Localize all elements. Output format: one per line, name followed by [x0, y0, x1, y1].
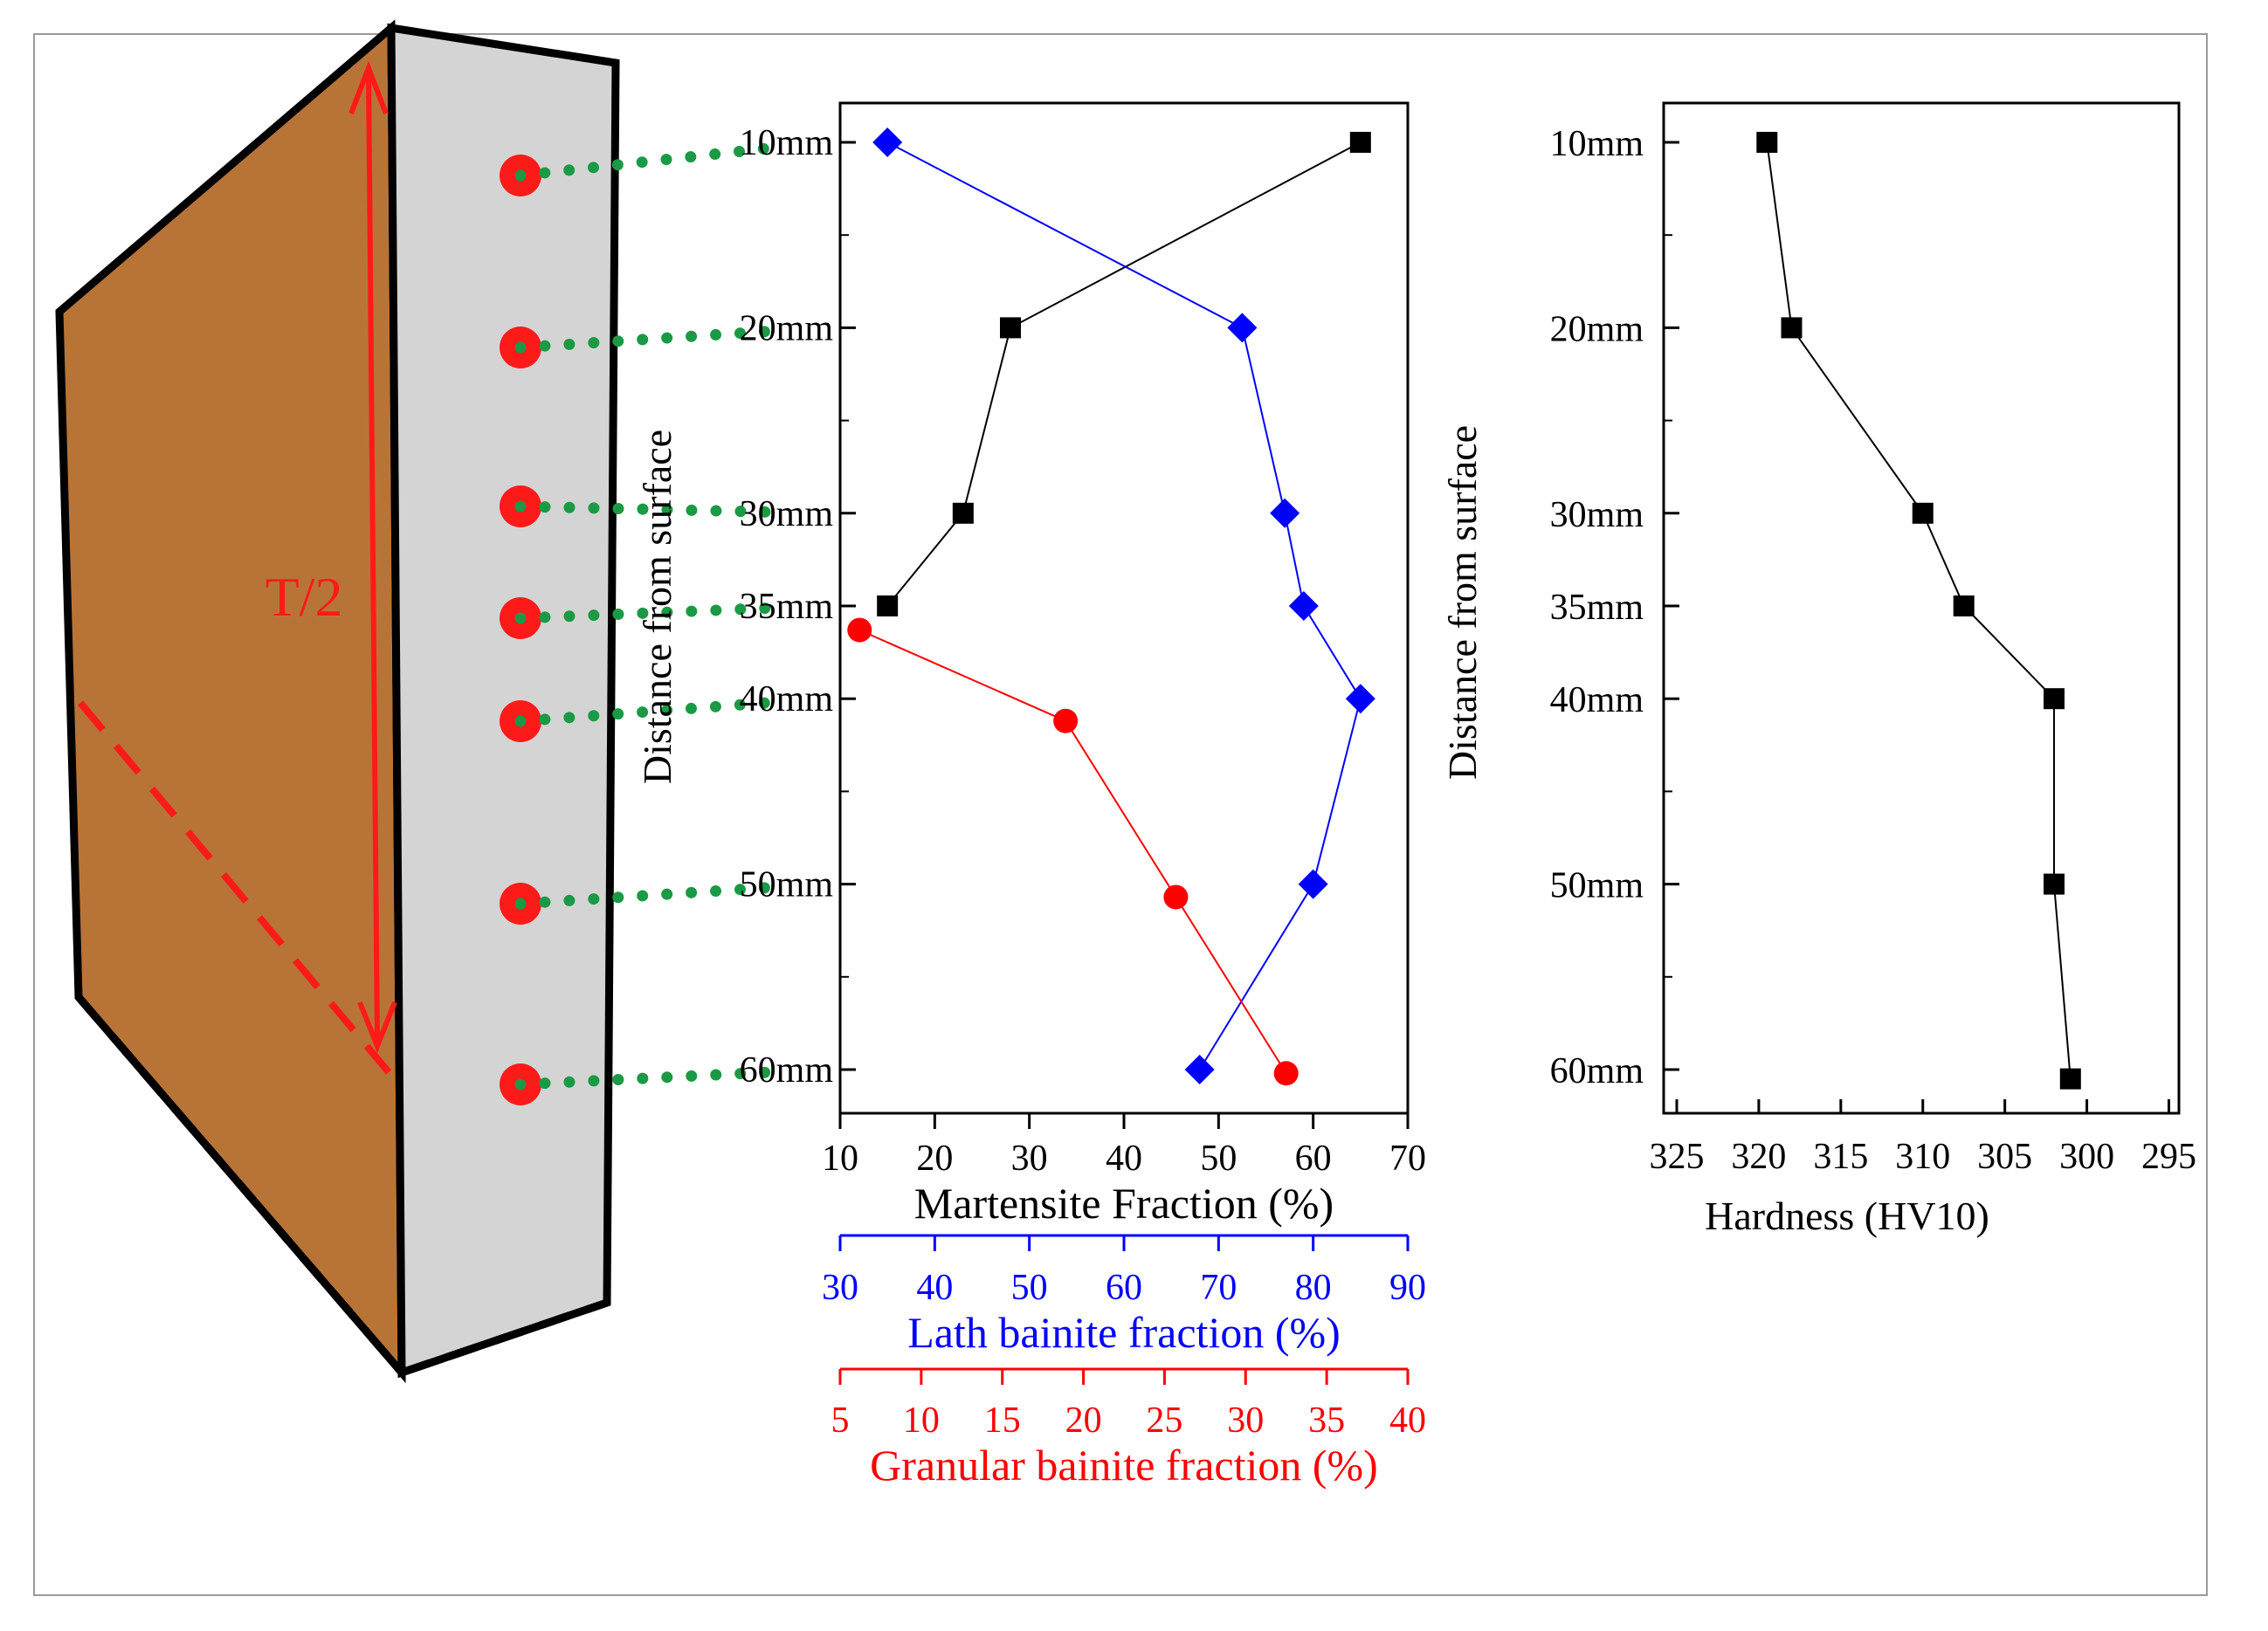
chart1-granular-tick-label: 40	[1389, 1400, 1426, 1441]
chart1-plot-area	[838, 101, 1410, 1115]
chart2-x-tick-label: 310	[1895, 1137, 1950, 1177]
chart2-y-tick-label: 10mm	[1550, 124, 1644, 164]
chart2-hardness-series-line	[1766, 141, 2072, 1079]
chart2-hardness-point	[1756, 132, 1778, 153]
hardness-chart: Distance from surface Hardness (HV10) 10…	[1440, 101, 2196, 1238]
chart2-hardness-point	[1953, 595, 1975, 616]
chart1-granular-tick-label: 15	[984, 1400, 1021, 1441]
chart1-martensite-tick-label: 20	[916, 1139, 953, 1179]
half-thickness-label: T/2	[265, 566, 343, 628]
chart1-lath-tick-label: 30	[822, 1268, 858, 1308]
plate-edge	[387, 23, 620, 1379]
hidden-bottom-edge	[75, 994, 405, 1375]
chart1-martensite-series-line	[886, 141, 1361, 607]
chart2-x-tick-label: 315	[1813, 1137, 1868, 1177]
chart2-y-tick-label: 20mm	[1550, 309, 1644, 349]
sample-leader-line	[514, 141, 783, 182]
chart1-martensite-point	[952, 502, 974, 524]
chart1-martensite-tick-label: 40	[1106, 1139, 1142, 1179]
chart1-lath-axis-label: Lath bainite fraction (%)	[907, 1308, 1341, 1357]
chart1-y-tick-label: 40mm	[740, 679, 834, 719]
half-thickness-arrow	[366, 71, 380, 1042]
hidden-edge-bottom-right	[400, 1298, 609, 1377]
chart1-granular-tick-label: 5	[831, 1400, 850, 1441]
chart1-lath-point	[1345, 684, 1375, 714]
chart2-y-tick-label: 30mm	[1550, 495, 1644, 535]
chart1-granular-point	[847, 617, 872, 643]
chart1-lath-tick-label: 80	[1295, 1268, 1332, 1308]
chart1-granular-series-line	[858, 629, 1287, 1074]
chart1-lath-tick-label: 40	[916, 1268, 953, 1308]
sample-leader-line	[514, 325, 783, 354]
chart1-martensite-tick-label: 30	[1011, 1139, 1048, 1179]
chart1-martensite-tick-label: 70	[1389, 1139, 1426, 1179]
chart1-martensite-point	[877, 595, 899, 616]
plate-face	[55, 19, 406, 1384]
chart2-hardness-point	[1912, 502, 1934, 524]
chart2-plot-area	[1662, 101, 2181, 1115]
chart2-y-tick-label: 50mm	[1550, 866, 1644, 906]
chart2-hardness-point	[2044, 688, 2065, 710]
chart1-lath-tick-label: 60	[1106, 1268, 1142, 1308]
chart1-martensite-tick-label: 60	[1295, 1139, 1332, 1179]
chart1-granular-axis-label: Granular bainite fraction (%)	[870, 1441, 1378, 1490]
chart1-y-tick-label: 20mm	[740, 308, 834, 348]
chart1-y-axis-label: Distance from surface	[635, 430, 679, 784]
chart2-hardness-point	[2059, 1068, 2081, 1090]
chart1-granular-point	[1053, 708, 1079, 733]
sample-leader-line	[514, 696, 783, 727]
mid-thickness-line	[77, 700, 392, 1075]
chart2-x-tick-label: 300	[2059, 1137, 2114, 1177]
chart1-granular-tick-label: 10	[903, 1400, 940, 1441]
chart2-x-tick-label: 320	[1731, 1137, 1786, 1177]
chart1-lath-point	[1298, 869, 1328, 899]
chart1-granular-tick-label: 20	[1065, 1400, 1102, 1441]
figure-frame	[33, 33, 2208, 1596]
chart2-x-tick-label: 305	[1977, 1137, 2032, 1177]
chart1-lath-point	[1288, 591, 1319, 621]
chart1-lath-point	[872, 127, 903, 157]
chart1-granular-point	[1163, 884, 1189, 910]
chart2-hardness-point	[2044, 873, 2065, 895]
chart1-lath-tick-label: 90	[1389, 1268, 1426, 1308]
chart1-lath-point	[1184, 1055, 1215, 1084]
chart2-x-tick-label: 325	[1650, 1137, 1705, 1177]
chart2-y-tick-label: 35mm	[1550, 588, 1644, 628]
chart1-granular-tick-label: 25	[1146, 1400, 1182, 1441]
plate-schematic: T/2	[55, 19, 620, 1384]
arrowhead-top	[348, 60, 389, 115]
chart2-x-axis-label: Hardness (HV10)	[1705, 1194, 1989, 1238]
chart2-hardness-point	[1781, 317, 1803, 339]
chart1-lath-tick-label: 70	[1200, 1268, 1237, 1308]
chart1-y-tick-label: 60mm	[740, 1050, 834, 1091]
chart1-martensite-tick-label: 50	[1200, 1139, 1237, 1179]
chart2-y-tick-label: 60mm	[1550, 1051, 1644, 1091]
chart1-y-tick-label: 35mm	[740, 587, 834, 627]
chart1-martensite-point	[1000, 317, 1021, 339]
chart2-x-tick-label: 295	[2141, 1137, 2196, 1177]
chart1-y-tick-label: 30mm	[740, 494, 834, 534]
chart1-lath-tick-label: 50	[1011, 1268, 1048, 1308]
chart1-martensite-tick-label: 10	[822, 1139, 858, 1179]
phase-fraction-chart: Distance from surface 10mm 20mm 30mm 35mm 40…	[635, 101, 1426, 1490]
chart2-y-tick-label: 40mm	[1550, 680, 1644, 720]
chart1-granular-tick-label: 35	[1308, 1400, 1345, 1441]
chart1-granular-tick-label: 30	[1227, 1400, 1264, 1441]
chart1-lath-point	[1227, 313, 1258, 343]
chart1-y-tick-label: 10mm	[740, 123, 834, 163]
chart1-lath-point	[1270, 498, 1300, 528]
chart2-y-axis-label: Distance from surface	[1440, 425, 1485, 780]
sample-leader-line	[514, 881, 783, 910]
chart1-martensite-axis-label: Martensite Fraction (%)	[914, 1179, 1334, 1228]
chart1-y-tick-label: 50mm	[740, 865, 834, 905]
chart1-martensite-point	[1349, 132, 1371, 153]
sample-markers	[500, 141, 783, 1105]
arrowhead-bottom	[357, 1001, 397, 1054]
chart1-granular-point	[1273, 1061, 1299, 1086]
